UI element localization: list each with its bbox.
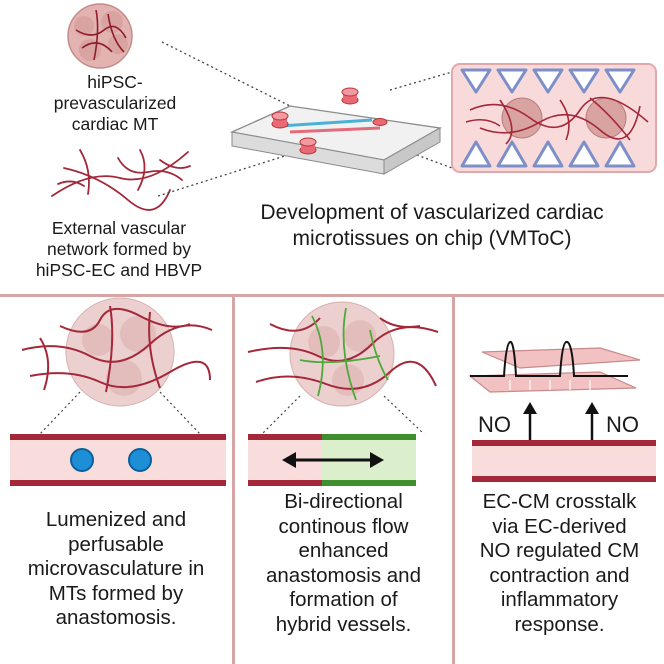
caption-line: enhanced: [298, 539, 389, 562]
mt-label-line: cardiac MT: [71, 114, 159, 134]
network-label: External vascular network formed by hiPS…: [14, 218, 224, 281]
panel3-caption: EC-CM crosstalk via EC-derived NO regula…: [455, 490, 664, 637]
caption-line: continous flow: [278, 514, 409, 538]
horizontal-divider: [0, 294, 664, 297]
caption-line: contraction and: [489, 563, 630, 587]
panel2-hybrid-vessel-icon: [247, 301, 439, 486]
panel1-caption: Lumenized and perfusable microvasculatur…: [0, 508, 232, 631]
caption-line: anastomosis and: [266, 563, 421, 587]
title-line: Development of vascularized cardiac: [260, 201, 604, 224]
title-line: microtissues on chip (VMToC): [292, 227, 572, 250]
network-label-line: hiPSC-EC and HBVP: [35, 260, 203, 280]
panel1-microtissue-icon: [10, 297, 226, 486]
caption-line: perfusable: [68, 532, 164, 556]
caption-line: Lumenized and: [45, 508, 187, 531]
caption-line: inflammatory: [500, 588, 619, 611]
caption-line: anastomosis.: [55, 606, 177, 629]
panel2-caption: Bi-directional continous flow enhanced a…: [235, 490, 452, 637]
caption-line: MTs formed by: [48, 581, 184, 605]
vertical-divider: [232, 297, 235, 664]
page-title: Development of vascularized cardiac micr…: [222, 200, 642, 252]
network-label-line: External vascular: [51, 218, 187, 238]
mt-label-line: hiPSC-: [87, 72, 143, 92]
caption-line: Bi-directional: [284, 490, 403, 513]
vertical-divider: [452, 297, 455, 664]
caption-line: NO regulated CM: [479, 539, 640, 562]
mt-label-line: prevascularized: [53, 93, 177, 113]
caption-line: formation of: [289, 588, 398, 611]
no-label-right: NO: [606, 412, 639, 437]
caption-line: response.: [514, 612, 605, 636]
caption-line: EC-CM crosstalk: [482, 490, 637, 513]
mt-label: hiPSC- prevascularized cardiac MT: [40, 72, 190, 135]
network-label-line: network formed by: [47, 239, 191, 259]
caption-line: hybrid vessels.: [275, 612, 412, 636]
caption-line: microvasculature in: [27, 557, 205, 580]
no-label-left: NO: [478, 412, 511, 437]
caption-line: via EC-derived: [492, 514, 627, 538]
